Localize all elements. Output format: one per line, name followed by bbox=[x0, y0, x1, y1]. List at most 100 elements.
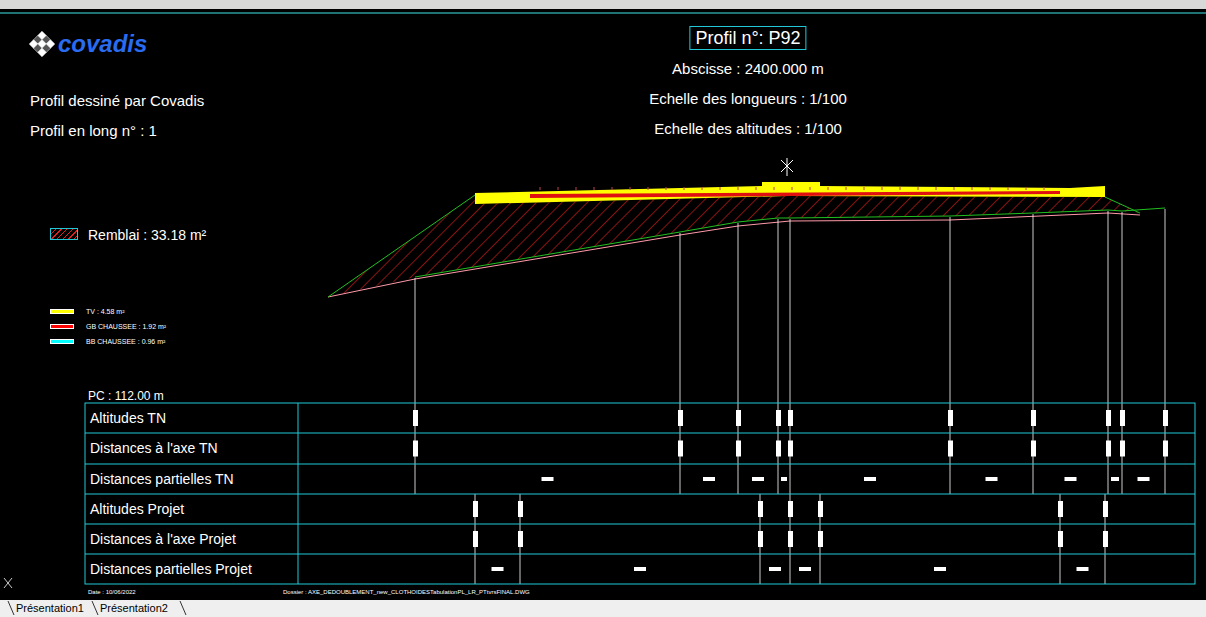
title-box: Profil n°: P92 bbox=[689, 26, 806, 50]
value-mark bbox=[1111, 477, 1119, 481]
value-mark bbox=[948, 441, 953, 457]
value-mark bbox=[769, 567, 781, 571]
legend-text: BB CHAUSSEE : 0.96 m² bbox=[86, 338, 165, 345]
road-tick bbox=[576, 187, 577, 190]
ucs-mark bbox=[4, 578, 12, 588]
value-mark bbox=[1163, 441, 1168, 457]
header-text: Echelle des longueurs : 1/100 bbox=[649, 91, 847, 106]
table-rule bbox=[85, 433, 1195, 434]
row-heading: Distances à l'axe Projet bbox=[90, 532, 236, 546]
slope-line bbox=[328, 195, 475, 297]
road-tick bbox=[1026, 187, 1027, 190]
value-mark bbox=[473, 531, 478, 547]
row-heading: Distances à l'axe TN bbox=[90, 441, 218, 455]
value-mark bbox=[1103, 501, 1108, 517]
road-tick bbox=[1008, 187, 1009, 190]
row-heading: Distances partielles TN bbox=[90, 472, 234, 486]
road-tick bbox=[792, 187, 793, 190]
table-rule bbox=[85, 464, 1195, 465]
header-text: Echelle des altitudes : 1/100 bbox=[654, 121, 842, 136]
file-note: Dossier : AXE_DEDOUBLEMENT_new_CLOTHOIDE… bbox=[283, 589, 530, 595]
legend-text: TV : 4.58 m² bbox=[86, 308, 125, 315]
value-mark bbox=[1163, 410, 1168, 426]
road-tick bbox=[918, 187, 919, 190]
value-mark bbox=[1120, 441, 1125, 457]
legend-swatch bbox=[50, 324, 74, 329]
road-tick bbox=[828, 187, 829, 190]
value-mark bbox=[736, 410, 741, 426]
axis-symbol bbox=[781, 158, 793, 176]
value-mark bbox=[634, 567, 646, 571]
legend-swatch bbox=[50, 339, 74, 344]
road-tick bbox=[720, 187, 721, 190]
layout-tab: Présentation2 bbox=[100, 603, 168, 614]
road-tick bbox=[594, 187, 595, 190]
value-mark bbox=[758, 531, 763, 547]
value-mark bbox=[776, 441, 781, 457]
value-mark bbox=[986, 477, 998, 481]
value-mark bbox=[518, 531, 523, 547]
road-tv-layer bbox=[475, 182, 1105, 204]
row-heading: Altitudes Projet bbox=[90, 502, 184, 516]
value-mark bbox=[781, 477, 787, 481]
legend-swatch bbox=[50, 309, 74, 314]
legend-swatch bbox=[50, 228, 78, 240]
value-mark bbox=[1120, 410, 1125, 426]
layout-tab: Présentation1 bbox=[16, 603, 84, 614]
logo-icon bbox=[29, 31, 54, 56]
value-mark bbox=[818, 531, 823, 547]
road-tick bbox=[756, 187, 757, 190]
header-text: Abscisse : 2400.000 m bbox=[672, 61, 824, 76]
value-mark bbox=[1031, 441, 1036, 457]
value-mark bbox=[864, 477, 876, 481]
value-mark bbox=[1077, 567, 1089, 571]
value-mark bbox=[1106, 441, 1111, 457]
value-mark bbox=[788, 501, 793, 517]
road-tick bbox=[666, 187, 667, 190]
value-mark bbox=[788, 441, 793, 457]
value-mark bbox=[413, 410, 418, 426]
value-mark bbox=[776, 410, 781, 426]
tab-edge bbox=[92, 601, 98, 615]
fill-area bbox=[328, 195, 1140, 297]
value-mark bbox=[788, 410, 793, 426]
value-mark bbox=[818, 501, 823, 517]
tab-edge bbox=[8, 601, 14, 615]
ordinate-line bbox=[415, 278, 416, 494]
row-heading: Altitudes TN bbox=[90, 411, 166, 425]
road-tick bbox=[972, 187, 973, 190]
row-heading: Distances partielles Projet bbox=[90, 562, 252, 576]
road-tick bbox=[936, 187, 937, 190]
header-text: Profil dessiné par Covadis bbox=[30, 93, 204, 108]
value-mark bbox=[1103, 531, 1108, 547]
value-mark bbox=[948, 410, 953, 426]
table-rule bbox=[298, 403, 299, 584]
road-tick bbox=[738, 187, 739, 190]
value-mark bbox=[703, 477, 715, 481]
road-tick bbox=[810, 187, 811, 190]
value-mark bbox=[678, 410, 683, 426]
road-tick bbox=[702, 187, 703, 190]
value-mark bbox=[413, 441, 418, 457]
road-tick bbox=[900, 187, 901, 190]
table-rule bbox=[85, 494, 1195, 495]
table-rule bbox=[85, 554, 1195, 555]
value-mark bbox=[473, 501, 478, 517]
value-mark bbox=[1058, 501, 1063, 517]
value-mark bbox=[1138, 477, 1150, 481]
road-tick bbox=[684, 187, 685, 190]
road-tick bbox=[864, 187, 865, 190]
value-mark bbox=[678, 441, 683, 457]
road-tick bbox=[846, 187, 847, 190]
subgrade-line bbox=[328, 213, 1140, 297]
tab-strip bbox=[0, 600, 1206, 617]
road-tick bbox=[882, 187, 883, 190]
value-mark bbox=[758, 501, 763, 517]
legend-text: Remblai : 33.18 m² bbox=[88, 228, 206, 242]
value-mark bbox=[736, 441, 741, 457]
value-mark bbox=[518, 501, 523, 517]
legend-text: GB CHAUSSEE : 1.92 m² bbox=[86, 323, 166, 330]
logo-square bbox=[38, 48, 46, 56]
road-gb-layer bbox=[530, 191, 1060, 198]
value-mark bbox=[1058, 531, 1063, 547]
